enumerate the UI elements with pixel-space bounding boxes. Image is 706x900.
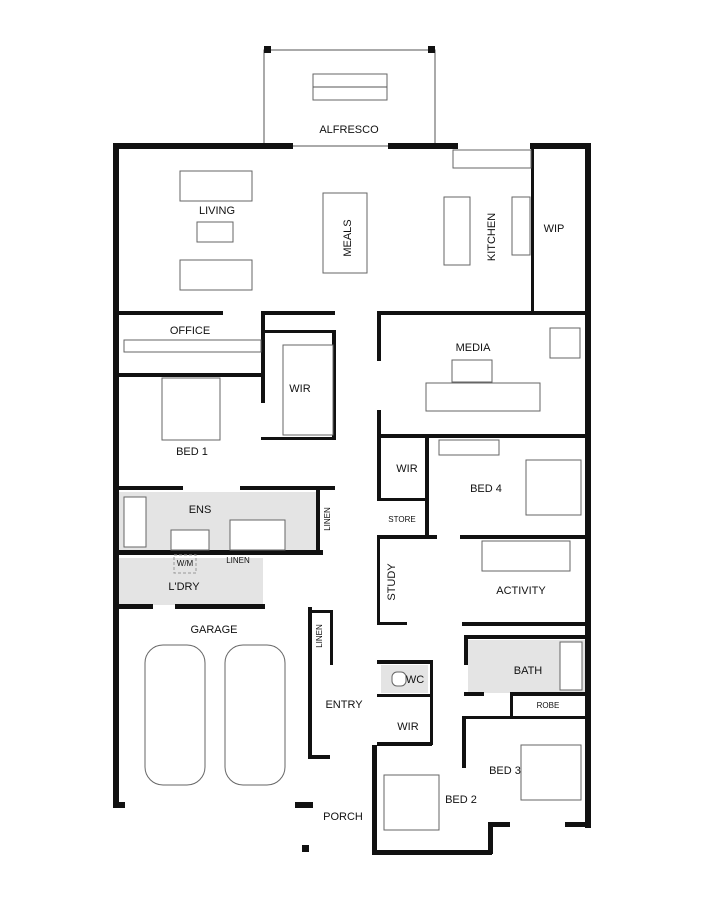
room-label-living: LIVING [199,205,235,217]
room-label-store: STORE [388,515,415,524]
room-label-ldry: L'DRY [168,581,200,593]
room-label-robe: ROBE [537,701,560,710]
room-label-linen-ldry: LINEN [226,556,250,565]
furniture [123,149,583,852]
room-label-wir-bed2: WIR [397,721,418,733]
room-label-wc: WC [406,674,424,686]
room-label-activity: ACTIVITY [496,585,546,597]
room-label-media: MEDIA [456,342,492,354]
room-label-office: OFFICE [170,325,210,337]
room-label-bed2: BED 2 [445,794,477,806]
room-label-wir-bed1: WIR [289,383,310,395]
room-label-study: STUDY [386,563,398,601]
room-label-garage: GARAGE [190,624,237,636]
alfresco [263,46,436,147]
room-label-entry: ENTRY [325,699,363,711]
room-label-bath: BATH [514,665,543,677]
room-label-wir-bed4: WIR [396,463,417,475]
room-label-bed3: BED 3 [489,765,521,777]
room-label-wip: WIP [544,223,565,235]
room-label-bed1: BED 1 [176,446,208,458]
room-label-alfresco: ALFRESCO [319,124,379,136]
room-labels: ALFRESCO LIVING MEALS KITCHEN WIP OFFICE… [168,124,564,823]
room-label-bed4: BED 4 [470,483,502,495]
room-label-wm: W/M [177,559,194,568]
room-label-kitchen: KITCHEN [486,213,498,261]
room-label-linen-ens: LINEN [323,507,332,531]
walls [113,143,591,855]
room-label-porch: PORCH [323,811,363,823]
room-label-meals: MEALS [342,219,354,256]
room-label-ens: ENS [189,504,212,516]
room-label-linen-entry: LINEN [315,624,324,648]
